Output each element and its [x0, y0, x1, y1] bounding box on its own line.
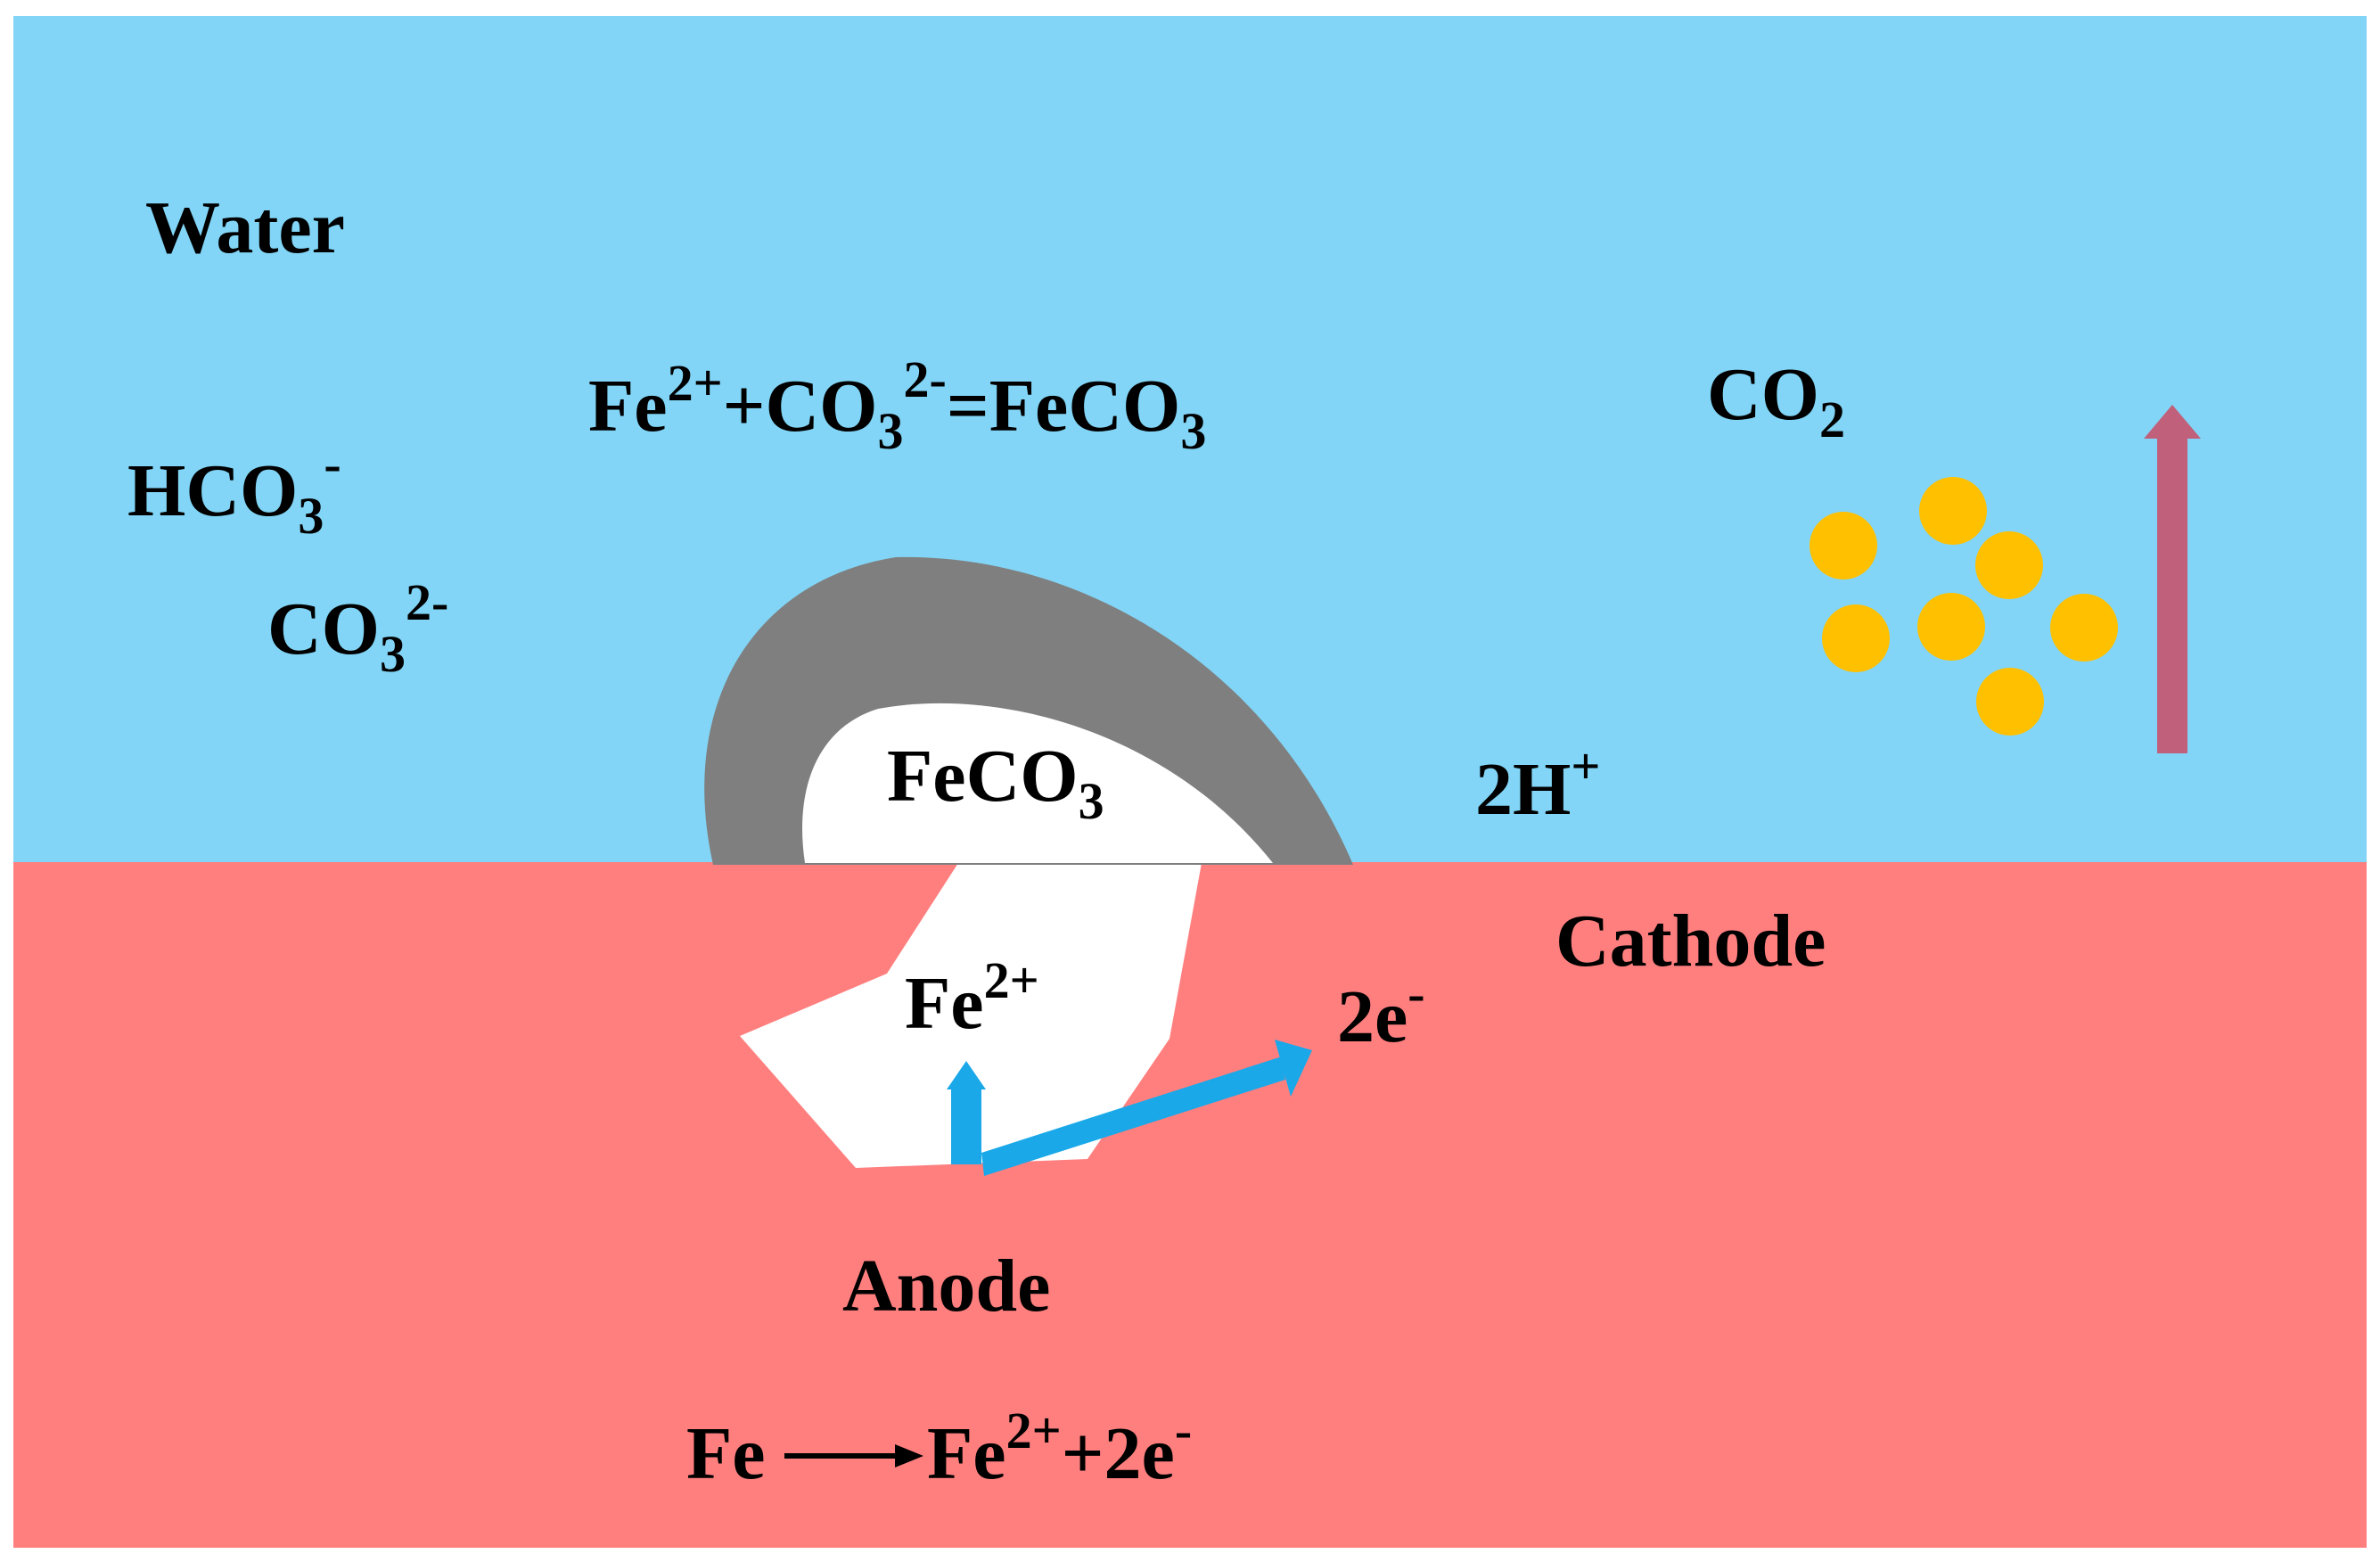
anode-reaction-left: Fe: [686, 1412, 766, 1495]
fe-ion-up-arrow-icon: [947, 1061, 986, 1164]
co2-label: CO2: [1707, 353, 1845, 448]
metal-substrate-region: [13, 862, 2367, 1548]
feco3-film-core: [802, 703, 1273, 863]
hydrogen-ion-label: 2H+: [1475, 737, 1600, 831]
co2-bubble: [1975, 531, 2043, 599]
electrons-label: 2e-: [1337, 965, 1425, 1058]
co2-bubble: [1810, 512, 1877, 580]
co2-bubbles-gas-bubble-icon: [1810, 477, 2118, 736]
reaction-arrow-icon: [784, 1444, 923, 1467]
co2-bubble: [1822, 604, 1890, 672]
co2-bubble: [2050, 594, 2118, 662]
electron-flow-arrow-icon: [981, 1040, 1312, 1176]
precipitation-reaction-label: Fe2++CO32-=FeCO3: [588, 350, 1206, 460]
feco3-film-label: FeCO3: [887, 735, 1104, 830]
co2-rising-up-arrow-icon: [2144, 405, 2201, 753]
water-label: Water: [145, 186, 345, 269]
anode-label: Anode: [842, 1245, 1050, 1328]
co2-bubble: [1919, 477, 1987, 545]
bicarbonate-label: HCO3-: [127, 435, 341, 545]
ferrous-ion-label: Fe2+: [905, 951, 1039, 1045]
carbonate-label: CO32-: [267, 573, 448, 683]
anode-reaction-right: Fe2++2e-: [927, 1402, 1192, 1495]
corrosion-pit: [740, 863, 1202, 1168]
co2-bubble: [1976, 668, 2044, 736]
cathode-label: Cathode: [1555, 900, 1826, 982]
co2-bubble: [1917, 593, 1985, 661]
